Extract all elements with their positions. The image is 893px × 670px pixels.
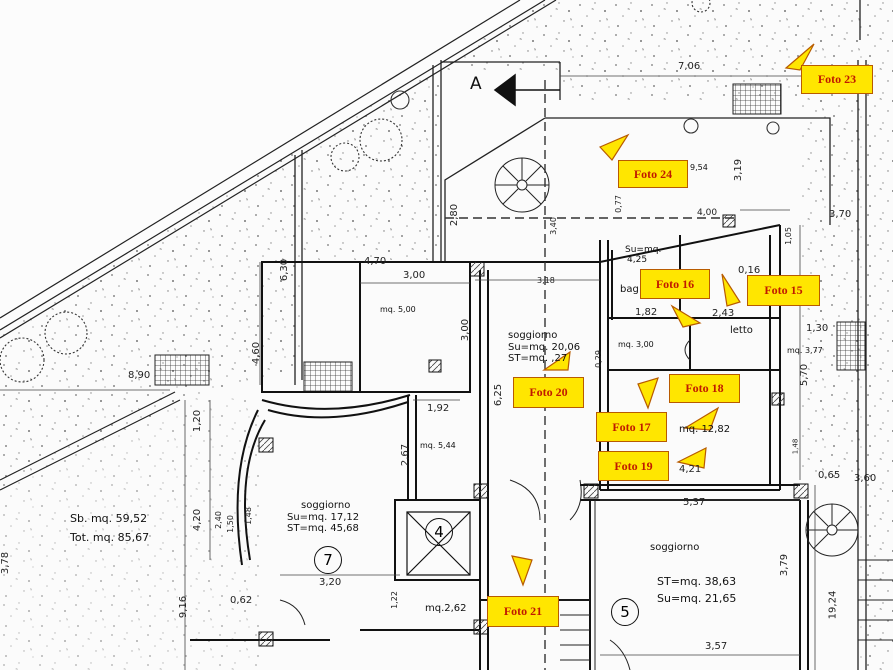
dimension-label: 6,25	[493, 383, 505, 407]
unit-7-marker: 7	[314, 546, 342, 574]
photo-label-foto-20[interactable]: Foto 20	[513, 377, 584, 408]
dimension-label: 19,24	[827, 590, 839, 620]
dimension-label: 3,00	[403, 270, 426, 281]
room-label-su-425: Su=mq. 4,25	[625, 245, 662, 266]
dimension-label: 4,60	[251, 341, 263, 365]
area-label-mq1282: mq. 12,82	[679, 424, 731, 435]
area-label-mq300: mq. 3,00	[618, 340, 654, 349]
area-label-mq262: mq.2,62	[425, 603, 467, 614]
dimension-label: 1,30	[806, 323, 829, 334]
area-label-mq377: mq. 3,77	[787, 346, 823, 355]
dimension-label: 0,16	[738, 265, 761, 276]
dimension-label: 3,78	[0, 551, 12, 575]
dimension-label: 1,20	[192, 409, 204, 433]
dimension-label: 4,00	[697, 208, 718, 218]
area-label-mq544: mq. 5,44	[420, 441, 456, 450]
photo-label-foto-16[interactable]: Foto 16	[640, 269, 710, 299]
room-label-letto: letto	[730, 325, 753, 336]
dimension-label: 0,29	[593, 350, 603, 368]
photo-label-foto-19[interactable]: Foto 19	[598, 451, 669, 481]
dimension-label: 9,16	[178, 595, 190, 619]
dimension-label: 3,20	[319, 577, 342, 588]
photo-label-foto-24[interactable]: Foto 24	[618, 160, 688, 188]
dimension-label: 4,70	[364, 256, 387, 267]
dimension-label: 0,77	[613, 195, 623, 213]
dimension-label: 5,70	[799, 363, 811, 387]
dimension-label: 2,43	[712, 308, 735, 319]
dimension-label: 3,00	[460, 318, 472, 342]
dimension-label: 3,40	[548, 217, 558, 235]
dimension-label: 1,05	[783, 227, 793, 245]
dimension-label: 3,60	[854, 473, 877, 484]
dimension-label: 1,50	[225, 515, 235, 533]
dimension-label: 1,22	[389, 591, 399, 609]
section-marker-a: A	[470, 74, 482, 94]
dimension-label: 5,37	[683, 497, 706, 508]
room-label-unit5-areas: ST=mq. 38,63 Su=mq. 21,65	[657, 575, 737, 605]
room-label-bagno: bag	[620, 284, 639, 295]
dimension-label: 1,92	[427, 403, 450, 414]
area-label-mq500: mq. 5,00	[380, 305, 416, 314]
dimension-label: 3,19	[733, 158, 745, 182]
area-label-954: 9,54	[690, 163, 708, 172]
dimension-label: 6,30	[279, 258, 291, 282]
dimension-label: 3,57	[705, 641, 728, 652]
photo-label-foto-23[interactable]: Foto 23	[801, 65, 873, 94]
dimension-label: 1,48	[243, 507, 253, 525]
room-label-soggiorno-unit7: soggiorno Su=mq. 17,12 ST=mq. 45,68	[287, 500, 360, 534]
dimension-label: 0,65	[818, 470, 841, 481]
dimension-label: 2,67	[400, 443, 412, 467]
dimension-label: 1,82	[635, 307, 658, 318]
photo-label-foto-21[interactable]: Foto 21	[487, 596, 559, 627]
room-label-soggiorno-central: soggiorno Su=mq. 20,06 ST=mq. ,27	[508, 330, 581, 364]
dimension-label: 3,70	[829, 209, 852, 220]
dimension-label: 3,79	[779, 553, 791, 577]
dimension-label: 3,18	[537, 276, 555, 285]
dimension-label: 2,40	[213, 511, 223, 529]
dimension-label: 4,21	[679, 464, 702, 475]
unit-4-marker: 4	[425, 518, 453, 546]
photo-label-foto-18[interactable]: Foto 18	[669, 374, 740, 403]
dimension-label: 1,48	[791, 438, 800, 455]
dimension-label: 8,90	[128, 370, 151, 381]
dimension-label: 2,80	[449, 203, 461, 227]
photo-label-foto-17[interactable]: Foto 17	[596, 412, 667, 442]
room-label-sb-tot: Sb. mq. 59,52 Tot. mq. 85,67	[70, 512, 150, 544]
dimension-label: 0,62	[230, 595, 253, 606]
dimension-label: 4,20	[192, 508, 204, 532]
photo-label-foto-15[interactable]: Foto 15	[747, 275, 820, 306]
dimension-label: 7,06	[678, 61, 701, 72]
unit-5-marker: 5	[611, 598, 639, 626]
room-label-soggiorno-unit5: soggiorno	[650, 542, 700, 553]
